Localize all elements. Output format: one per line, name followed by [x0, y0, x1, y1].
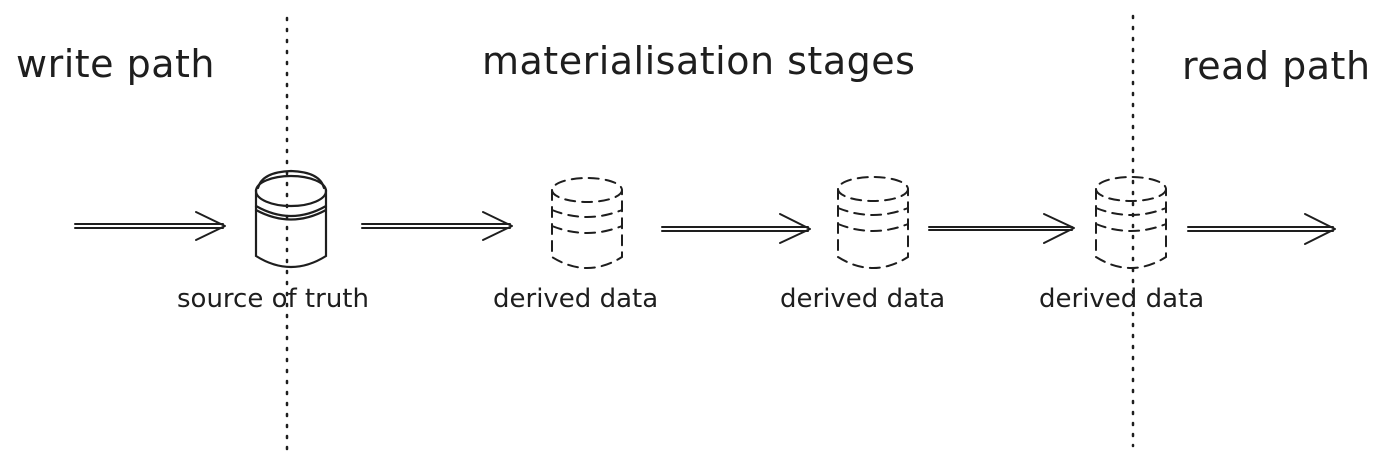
- arrow-source-to-derived-1: [361, 211, 513, 241]
- section-title-write-path: write path: [16, 42, 215, 86]
- arrow-derived-1-to-derived-2: [661, 213, 811, 244]
- arrow-output: [1187, 213, 1336, 245]
- arrow-derived-2-to-derived-3: [928, 213, 1075, 244]
- database-icon-derived-data-3: [1095, 176, 1167, 269]
- database-icon-derived-data-2: [837, 176, 909, 269]
- node-label-source-of-truth: source of truth: [177, 284, 369, 314]
- arrow-input: [74, 211, 226, 241]
- database-icon-source-of-truth: [254, 169, 328, 268]
- node-label-derived-data-1: derived data: [493, 284, 658, 314]
- section-title-materialisation-stages: materialisation stages: [482, 39, 915, 83]
- section-title-read-path: read path: [1182, 44, 1371, 88]
- node-label-derived-data-3: derived data: [1039, 284, 1204, 314]
- node-label-derived-data-2: derived data: [780, 284, 945, 314]
- database-icon-derived-data-1: [551, 177, 623, 269]
